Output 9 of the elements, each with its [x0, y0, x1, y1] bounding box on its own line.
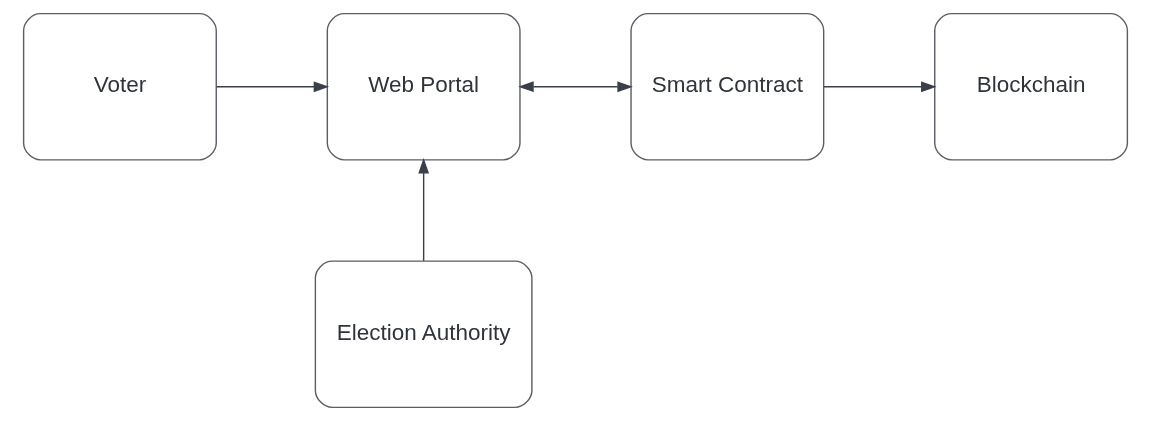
- node-box: Election Authority: [314, 260, 533, 409]
- arrow: [418, 158, 430, 262]
- arrow: [215, 81, 330, 93]
- node-box: Voter: [22, 12, 217, 161]
- arrow: [518, 81, 633, 93]
- arrow: [823, 81, 937, 93]
- node-box: Smart Contract: [630, 12, 825, 161]
- node-box: Web Portal: [326, 12, 521, 161]
- node-box: Blockchain: [934, 12, 1129, 161]
